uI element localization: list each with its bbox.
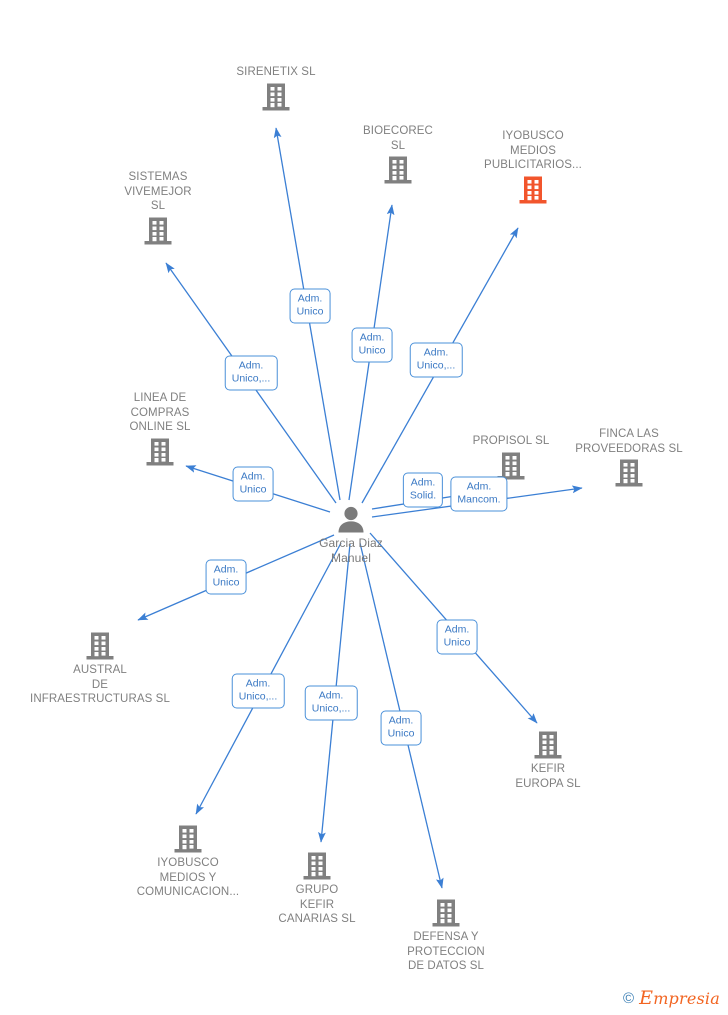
node-sirenetix[interactable]: SIRENETIX SL — [201, 65, 351, 114]
brand-initial: E — [639, 987, 654, 1009]
edge-label-grupo-kefir-canarias[interactable]: Adm. Unico,... — [304, 685, 358, 721]
edge-label-iyobusco-medios-y-comunicacion[interactable]: Adm. Unico,... — [231, 673, 285, 709]
edge-label-sirenetix[interactable]: Adm. Unico — [289, 288, 331, 324]
node-bioecorec[interactable]: BIOECOREC SL — [323, 124, 473, 187]
edge-label-linea-de-compras-online[interactable]: Adm. Unico — [232, 466, 274, 502]
node-label-sistemas-vivemejor: SISTEMAS VIVEMEJOR SL — [124, 171, 192, 212]
node-sistemas-vivemejor[interactable]: SISTEMAS VIVEMEJOR SL — [83, 170, 233, 248]
building-icon — [113, 822, 263, 856]
node-austral-de-infraestructuras[interactable]: AUSTRAL DE INFRAESTRUCTURAS SL — [25, 629, 175, 707]
building-icon — [201, 80, 351, 114]
node-label-center: Garcia Diaz Manuel — [319, 536, 383, 565]
node-finca-las-proveedoras[interactable]: FINCA LAS PROVEEDORAS SL — [554, 427, 704, 490]
brand-logo-text: Empresia — [639, 987, 720, 1009]
node-label-defensa-y-proteccion-de-datos: DEFENSA Y PROTECCION DE DATOS SL — [407, 931, 485, 972]
edge-label-bioecorec[interactable]: Adm. Unico — [351, 327, 393, 363]
node-label-kefir-europa: KEFIR EUROPA SL — [515, 763, 581, 790]
building-icon — [323, 153, 473, 187]
edge-label-defensa-y-proteccion-de-datos[interactable]: Adm. Unico — [380, 710, 422, 746]
node-label-iyobusco-medios-y-comunicacion: IYOBUSCO MEDIOS Y COMUNICACION... — [136, 857, 240, 898]
building-icon — [371, 896, 521, 930]
node-kefir-europa[interactable]: KEFIR EUROPA SL — [473, 728, 623, 791]
building-icon — [83, 214, 233, 248]
node-linea-de-compras-online[interactable]: LINEA DE COMPRAS ONLINE SL — [85, 391, 235, 469]
node-label-grupo-kefir-canarias: GRUPO KEFIR CANARIAS SL — [278, 884, 356, 925]
building-icon — [554, 456, 704, 490]
node-iyobusco-medios-y-comunicacion[interactable]: IYOBUSCO MEDIOS Y COMUNICACION... — [113, 822, 263, 900]
edge-label-kefir-europa[interactable]: Adm. Unico — [436, 619, 478, 655]
edge-label-iyobusco-medios-publicitarios[interactable]: Adm. Unico,... — [409, 342, 463, 378]
brand-rest: mpresia — [653, 989, 720, 1008]
node-label-austral-de-infraestructuras: AUSTRAL DE INFRAESTRUCTURAS SL — [30, 664, 170, 705]
edge-label-austral-de-infraestructuras[interactable]: Adm. Unico — [205, 559, 247, 595]
building-icon — [458, 173, 608, 207]
node-defensa-y-proteccion-de-datos[interactable]: DEFENSA Y PROTECCION DE DATOS SL — [371, 896, 521, 974]
node-label-propisol: PROPISOL SL — [472, 435, 550, 447]
node-center[interactable]: Garcia Diaz Manuel — [276, 502, 426, 566]
node-label-finca-las-proveedoras: FINCA LAS PROVEEDORAS SL — [575, 428, 683, 455]
node-label-sirenetix: SIRENETIX SL — [236, 66, 316, 78]
building-icon — [242, 849, 392, 883]
edge-label-finca-las-proveedoras[interactable]: Adm. Mancom. — [450, 476, 508, 512]
node-iyobusco-medios-publicitarios[interactable]: IYOBUSCO MEDIOS PUBLICITARIOS... — [458, 129, 608, 207]
node-label-linea-de-compras-online: LINEA DE COMPRAS ONLINE SL — [129, 392, 191, 433]
building-icon — [436, 449, 586, 483]
person-icon — [276, 502, 426, 536]
node-label-bioecorec: BIOECOREC SL — [363, 125, 433, 152]
watermark-empresia: © Empresia — [623, 987, 720, 1009]
copyright-icon: © — [623, 989, 635, 1007]
building-icon — [85, 435, 235, 469]
building-icon — [473, 728, 623, 762]
edge-label-propisol[interactable]: Adm. Solid. — [402, 472, 444, 508]
node-propisol[interactable]: PROPISOL SL — [436, 434, 586, 483]
node-grupo-kefir-canarias[interactable]: GRUPO KEFIR CANARIAS SL — [242, 849, 392, 927]
node-label-iyobusco-medios-publicitarios: IYOBUSCO MEDIOS PUBLICITARIOS... — [484, 130, 582, 171]
edge-label-sistemas-vivemejor[interactable]: Adm. Unico,... — [224, 355, 278, 391]
building-icon — [25, 629, 175, 663]
